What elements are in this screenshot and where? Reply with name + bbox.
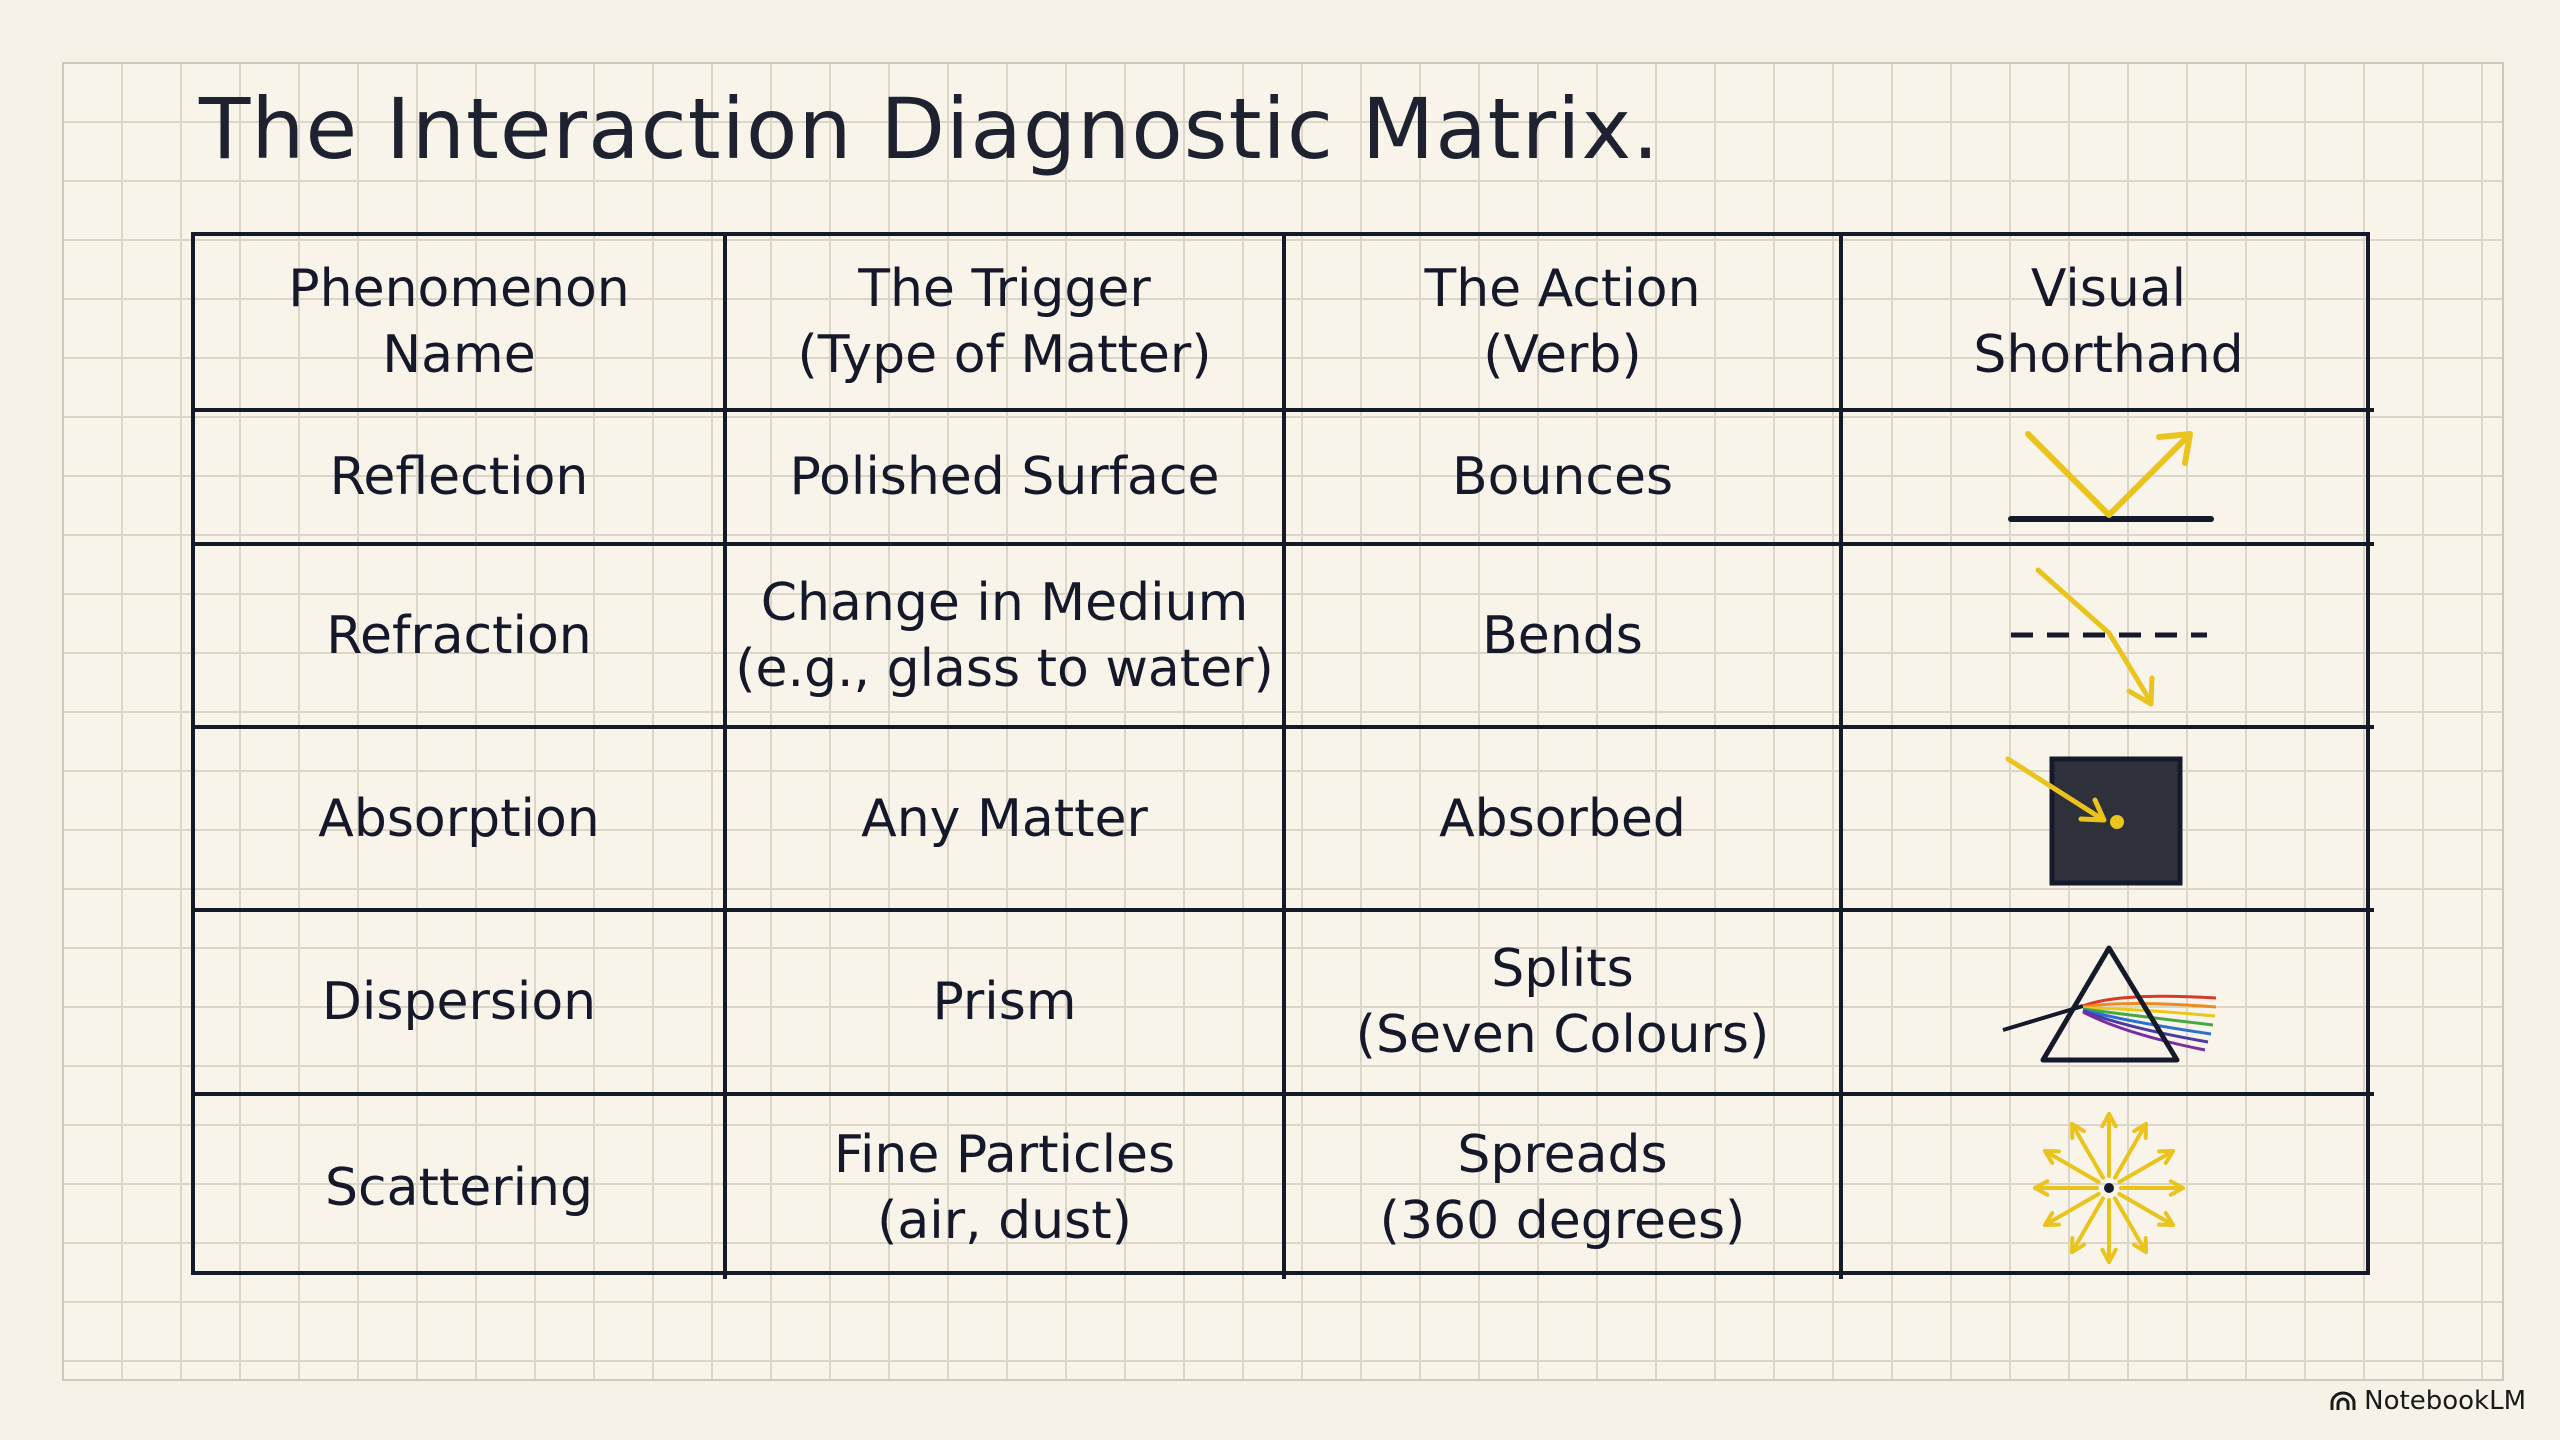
scatter-arrow — [2099, 1197, 2118, 1264]
row-dispersion-trigger: Prism — [727, 912, 1286, 1096]
row-absorption-trigger: Any Matter — [727, 729, 1286, 912]
header-phenomenon: Phenomenon Name — [195, 236, 727, 412]
header-trigger: The Trigger (Type of Matter) — [727, 236, 1286, 412]
row-dispersion-name: Dispersion — [195, 912, 727, 1096]
row-reflection-name: Reflection — [195, 412, 727, 546]
row-reflection-action: Bounces — [1286, 412, 1843, 546]
scatter-arrow — [2116, 1148, 2175, 1184]
row-scattering-name: Scattering — [195, 1096, 727, 1279]
page-title: The Interaction Diagnostic Matrix. — [199, 80, 1660, 178]
row-refraction-trigger: Change in Medium (e.g., glass to water) — [727, 546, 1286, 729]
row-refraction-name: Refraction — [195, 546, 727, 729]
scatter-arrow — [2112, 1195, 2148, 1254]
scatter-arrow — [2116, 1191, 2175, 1227]
scatter-arrow — [2112, 1121, 2148, 1180]
prism-dispersion-icon — [1843, 912, 2374, 1096]
scattering-icon — [1843, 1096, 2374, 1279]
reflection-icon — [1843, 412, 2374, 546]
row-absorption-action: Absorbed — [1286, 729, 1843, 912]
diagnostic-matrix-table: Phenomenon Name The Trigger (Type of Mat… — [191, 232, 2374, 1279]
scatter-arrow — [2032, 1178, 2099, 1197]
row-absorption-name: Absorption — [195, 729, 727, 912]
row-reflection-trigger: Polished Surface — [727, 412, 1286, 546]
row-scattering-trigger: Fine Particles (air, dust) — [727, 1096, 1286, 1279]
scatter-arrow — [2042, 1191, 2101, 1227]
refraction-icon — [1843, 546, 2374, 729]
brand-label: NotebookLM — [2364, 1386, 2526, 1416]
scatter-arrow — [2042, 1148, 2101, 1184]
absorption-icon — [1843, 729, 2374, 912]
scatter-arrow — [2099, 1111, 2118, 1178]
notebooklm-brand: NotebookLM — [2330, 1386, 2526, 1416]
notebooklm-logo-icon — [2330, 1391, 2356, 1410]
row-scattering-action: Spreads (360 degrees) — [1286, 1096, 1843, 1279]
scatter-arrow — [2069, 1121, 2105, 1180]
header-visual: Visual Shorthand — [1843, 236, 2374, 412]
scatter-arrow — [2069, 1195, 2105, 1254]
scatter-arrow — [2118, 1178, 2185, 1197]
header-action: The Action (Verb) — [1286, 236, 1843, 412]
row-refraction-action: Bends — [1286, 546, 1843, 729]
row-dispersion-action: Splits (Seven Colours) — [1286, 912, 1843, 1096]
